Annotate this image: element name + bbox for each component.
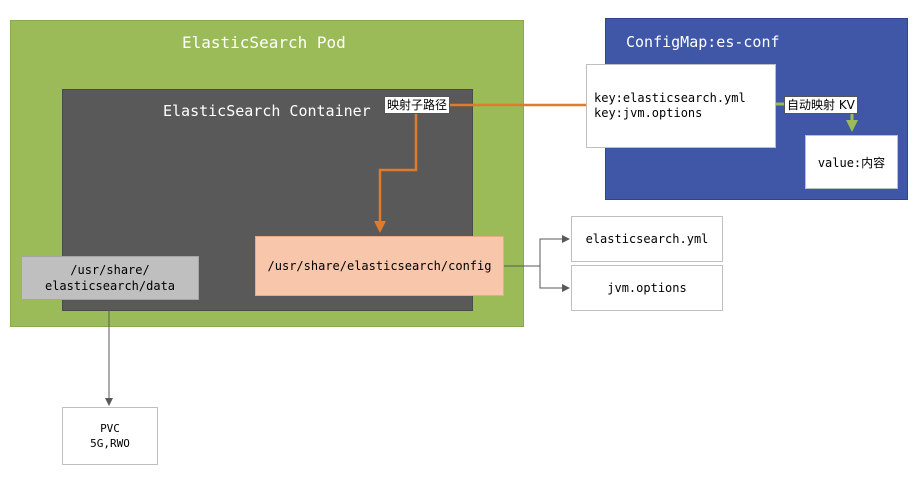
config-directory-box: /usr/share/elasticsearch/config — [255, 236, 504, 296]
configmap-key-elasticsearch-yml: key:elasticsearch.yml — [594, 91, 746, 105]
pvc-box: PVC 5G,RWO — [62, 407, 158, 465]
pod-title: ElasticSearch Pod — [182, 33, 346, 52]
data-directory-box: /usr/share/ elasticsearch/data — [21, 256, 199, 300]
data-directory-line1: /usr/share/ — [70, 263, 150, 277]
data-directory-line2: elasticsearch/data — [44, 279, 176, 293]
configmap-title: ConfigMap:es-conf — [626, 33, 780, 51]
container-title: ElasticSearch Container — [163, 102, 371, 120]
subpath-mapping-label: 映射子路径 — [384, 96, 451, 114]
auto-mapping-label: 自动映射 KV — [784, 96, 858, 114]
configmap-value-label: value:内容 — [817, 155, 886, 170]
file-elasticsearch-yml-box: elasticsearch.yml — [571, 216, 723, 262]
configmap-key-jvm-options: key:jvm.options — [594, 106, 703, 120]
file-jvm-options-box: jvm.options — [571, 265, 723, 311]
config-directory-path: /usr/share/elasticsearch/config — [267, 259, 492, 273]
config-to-jvm-options-arrow — [539, 266, 570, 292]
configmap-value-box: value:内容 — [805, 135, 898, 189]
configmap-keys-box: key:elasticsearch.yml key:jvm.options — [586, 64, 776, 148]
pvc-label: PVC — [100, 422, 120, 435]
pvc-spec: 5G,RWO — [90, 437, 130, 450]
file-jvm-options-label: jvm.options — [607, 281, 687, 295]
file-elasticsearch-yml-label: elasticsearch.yml — [585, 232, 709, 246]
config-to-elasticsearch-yml-arrow — [539, 235, 570, 266]
